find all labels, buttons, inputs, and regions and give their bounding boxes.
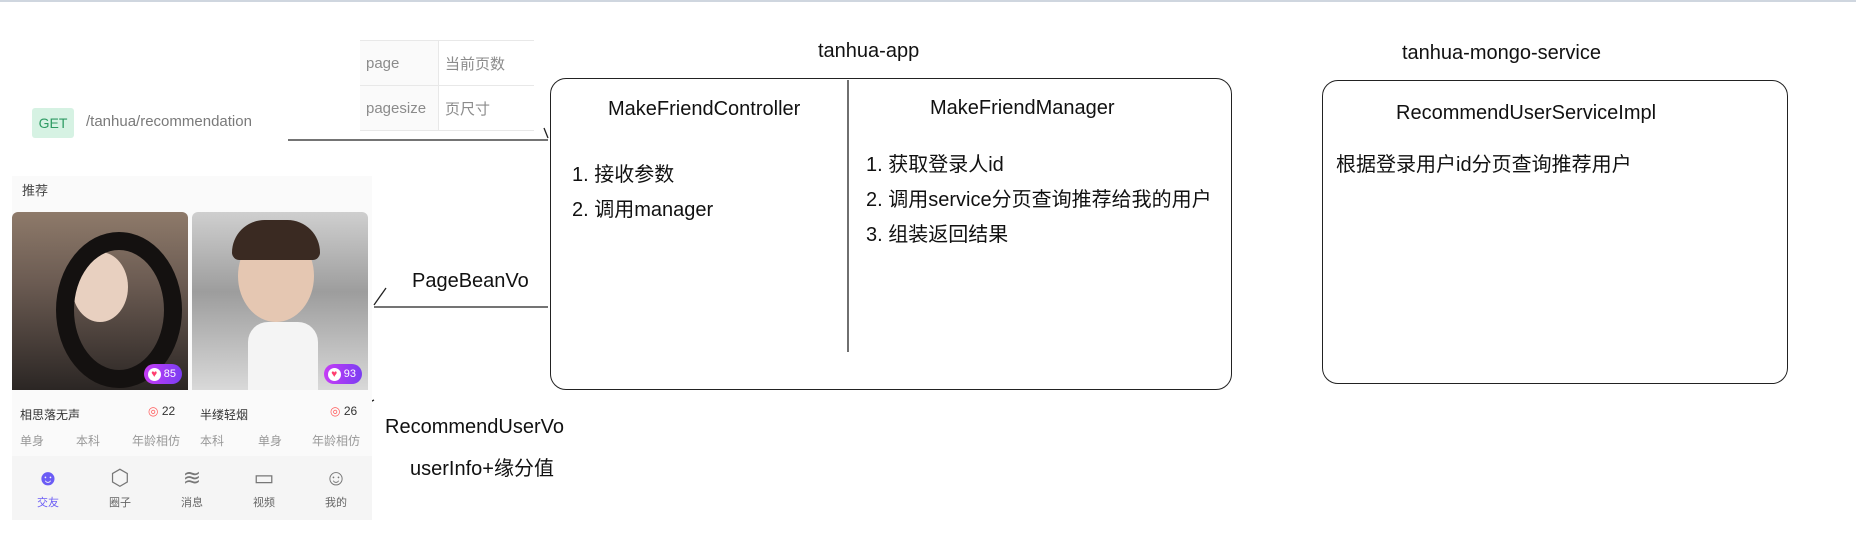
- mongo-service-label: tanhua-mongo-service: [1402, 42, 1601, 64]
- param-name: page: [360, 40, 439, 86]
- user-tag: 单身: [20, 434, 45, 448]
- user-card[interactable]: ♥ 85: [12, 212, 188, 390]
- manager-step: 1. 获取登录人id: [866, 154, 1004, 176]
- heart-icon: ♥: [327, 367, 341, 381]
- score-value: 22: [161, 404, 176, 418]
- pagebean-label: PageBeanVo: [412, 270, 529, 292]
- heart-icon: ♥: [147, 367, 161, 381]
- user-tag: 年龄相仿: [312, 434, 361, 448]
- fate-badge: ♥ 85: [143, 364, 182, 384]
- tab-me[interactable]: ☺ 我的: [300, 456, 372, 520]
- user-tag: 单身: [258, 434, 283, 448]
- score-indicator: ◎ 26: [330, 404, 357, 418]
- friends-icon: ☻: [36, 465, 60, 490]
- tab-label: 圈子: [109, 497, 131, 509]
- param-desc: 页尺寸: [438, 85, 534, 131]
- param-table: page 当前页数 pagesize 页尺寸: [360, 40, 534, 131]
- top-border: [0, 0, 1856, 2]
- tab-label: 我的: [325, 497, 347, 509]
- controller-title: MakeFriendController: [608, 98, 801, 120]
- controller-step: 1. 接收参数: [572, 164, 675, 186]
- fate-badge: ♥ 93: [323, 364, 362, 384]
- tab-friends[interactable]: ☻ 交友: [12, 456, 84, 520]
- app-module-box: [550, 78, 1232, 390]
- target-icon: ◎: [148, 404, 159, 418]
- app-screen: 推荐 ♥ 85 ♥ 93 相思落无声 ◎ 22 半缕轻烟 ◎ 26 单身 本科 …: [12, 176, 372, 520]
- recommend-vo-label: RecommendUserVo: [385, 416, 564, 438]
- param-row: pagesize 页尺寸: [360, 85, 534, 131]
- param-row: page 当前页数: [360, 40, 534, 86]
- tab-label: 交友: [37, 497, 59, 509]
- response-arrow-tick: [373, 287, 387, 306]
- score-value: 26: [343, 404, 358, 418]
- fate-value: 85: [163, 368, 176, 380]
- user-name: 半缕轻烟: [200, 408, 249, 422]
- service-title: RecommendUserServiceImpl: [1396, 102, 1657, 124]
- user-shirt: [248, 322, 318, 390]
- bottom-tab-bar: ☻ 交友 ⬡ 圈子 ≋ 消息 ▭ 视频 ☺ 我的: [12, 456, 372, 520]
- tab-label: 消息: [181, 497, 203, 509]
- param-name: pagesize: [360, 85, 439, 131]
- user-name: 相思落无声: [20, 408, 81, 422]
- tab-video[interactable]: ▭ 视频: [228, 456, 300, 520]
- user-hair: [232, 220, 320, 260]
- manager-step: 3. 组装返回结果: [866, 224, 1009, 246]
- controller-step: 2. 调用manager: [572, 199, 714, 221]
- layers-icon: ≋: [182, 465, 202, 490]
- user-tag: 本科: [76, 434, 101, 448]
- mongo-service-box: [1322, 80, 1788, 384]
- user-tag: 年龄相仿: [132, 434, 181, 448]
- target-icon: ◎: [330, 404, 341, 418]
- recommend-section-title: 推荐: [22, 183, 49, 198]
- fate-value: 93: [343, 368, 356, 380]
- userinfo-label: userInfo+缘分值: [410, 458, 554, 480]
- tab-label: 视频: [253, 497, 275, 509]
- user-card[interactable]: ♥ 93: [192, 212, 368, 390]
- app-module-label: tanhua-app: [818, 40, 920, 62]
- video-icon: ▭: [253, 465, 275, 490]
- request-arrow-tick: [543, 127, 549, 139]
- tab-messages[interactable]: ≋ 消息: [156, 456, 228, 520]
- profile-icon: ☺: [324, 465, 348, 490]
- manager-step: 2. 调用service分页查询推荐给我的用户: [866, 189, 1212, 211]
- score-indicator: ◎ 22: [148, 404, 175, 418]
- tab-circle[interactable]: ⬡ 圈子: [84, 456, 156, 520]
- service-description: 根据登录用户id分页查询推荐用户: [1336, 154, 1632, 176]
- param-desc: 当前页数: [438, 40, 534, 86]
- hexagon-icon: ⬡: [110, 465, 130, 490]
- user-tag: 本科: [200, 434, 225, 448]
- manager-title: MakeFriendManager: [930, 97, 1115, 119]
- endpoint-path: /tanhua/recommendation: [86, 113, 252, 130]
- http-method-badge: GET: [32, 108, 74, 138]
